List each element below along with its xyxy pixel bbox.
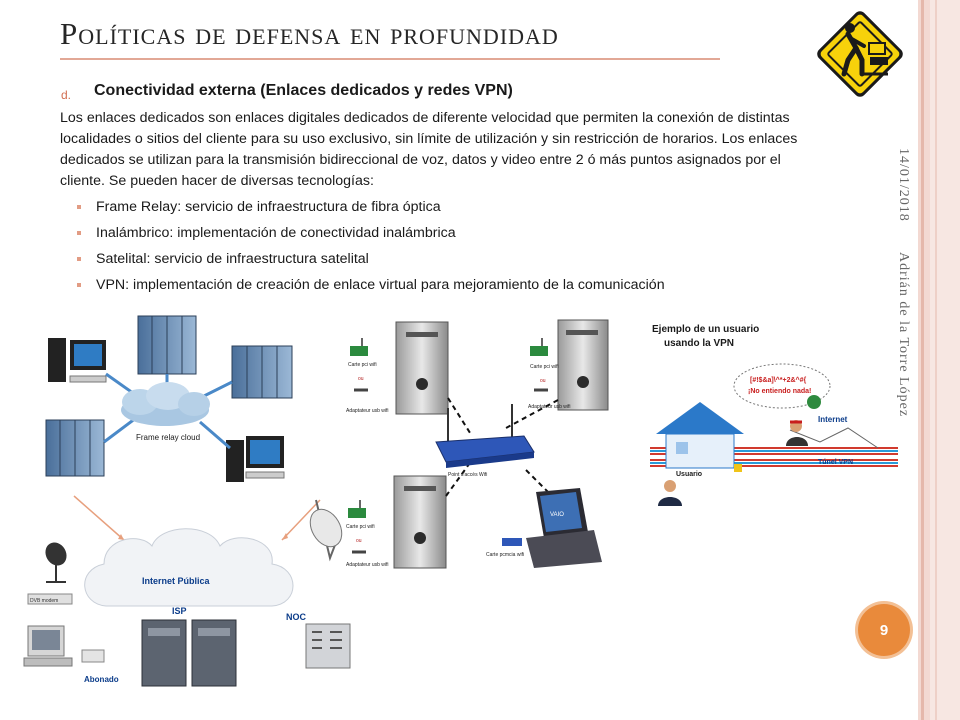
server-icon	[137, 315, 197, 375]
pc-tower-icon	[393, 475, 447, 569]
user-label: Usuario	[676, 471, 702, 478]
modem-icon	[27, 593, 73, 605]
under-construction-sign-icon	[808, 2, 912, 106]
wifi-card-label: Carte pci wifi	[530, 364, 559, 370]
noc-building-icon	[305, 499, 351, 669]
right-border-line	[921, 0, 924, 720]
satellite-diagram: Internet Pública ISP NOC	[20, 488, 360, 690]
page-number-badge: 9	[858, 604, 910, 656]
modem-label: DVB modem	[30, 598, 58, 604]
bullet-marker-icon	[77, 283, 81, 287]
list-item-text: Satelital: servicio de infraestructura s…	[96, 251, 369, 267]
bubble-text: [#!$&a]\^*+2&^#{	[750, 376, 807, 384]
list-item: Inalámbrico: implementación de conectivi…	[77, 220, 798, 246]
title-underline	[60, 58, 720, 60]
body-paragraph: Los enlaces dedicados son enlaces digita…	[60, 110, 798, 189]
house-icon	[656, 402, 744, 469]
user-avatar-icon	[658, 480, 682, 506]
workstation-icon	[48, 338, 107, 383]
intruder-figure-icon	[786, 420, 808, 446]
pc-tower-icon	[395, 321, 449, 415]
frame-relay-diagram: Frame relay cloud	[40, 312, 310, 488]
list-item: VPN: implementación de creación de enlac…	[77, 272, 798, 298]
right-border-stripe	[918, 0, 930, 720]
internet-cloud-icon	[84, 528, 294, 607]
bubble-text-line2: ¡No entiendo nada!	[748, 388, 811, 395]
wifi-card-label: Carte pci wifi	[348, 362, 377, 368]
vpn-tunnel-label: Túnel VPN	[818, 459, 853, 466]
list-item: Satelital: servicio de infraestructura s…	[77, 246, 798, 272]
pcmcia-card-icon	[502, 538, 522, 546]
laptop-brand-label: VAIO	[550, 512, 564, 518]
wifi-card-icon	[348, 500, 366, 518]
technology-list: Frame Relay: servicio de infraestructura…	[77, 194, 798, 298]
access-point-label: Point d'accès Wifi	[448, 472, 487, 478]
usb-adapter-label: Adaptateur usb wifi	[346, 408, 389, 414]
server-icon	[231, 345, 293, 399]
usb-adapter-label: Adaptateur usb wifi	[528, 404, 571, 410]
subheading: Conectividad externa (Enlaces dedicados …	[94, 82, 513, 99]
list-item-text: Inalámbrico: implementación de conectivi…	[96, 225, 456, 241]
wifi-access-point-icon	[435, 404, 535, 468]
padlock-icon	[734, 464, 742, 472]
internet-globe-icon	[807, 395, 821, 409]
subscriber-label: Abonado	[84, 675, 119, 684]
or-label: ou	[356, 538, 362, 544]
isp-label: ISP	[172, 606, 187, 616]
pcmcia-card-label: Carte pcmcia wifi	[486, 552, 524, 558]
wifi-card-icon	[530, 338, 548, 356]
bullet-marker-icon	[77, 205, 81, 209]
noc-label: NOC	[286, 612, 307, 622]
wifi-card-label: Carte pci wifi	[346, 524, 375, 530]
slide-author: Adrián de la Torre López	[896, 252, 911, 418]
frame-relay-cloud-icon	[121, 382, 210, 426]
or-label: ou	[540, 378, 546, 384]
internet-cloud-label: Internet Pública	[142, 576, 211, 586]
wireless-diagram: Carte pci wifi ou Adaptateur usb wifi Ca…	[340, 316, 630, 576]
right-border-line-inner	[935, 0, 937, 720]
list-item-text: VPN: implementación de creación de enlac…	[96, 277, 665, 293]
isp-server-icon	[141, 619, 237, 687]
vpn-example-heading: Ejemplo de un usuario	[652, 324, 759, 335]
wifi-card-icon	[350, 338, 368, 356]
slide-date: 14/01/2018	[896, 148, 911, 222]
vpn-diagram: Ejemplo de un usuario usando la VPN [#!$…	[650, 318, 900, 508]
bullet-marker-icon	[77, 257, 81, 261]
server-icon	[45, 419, 105, 477]
slide-title: Políticas de defensa en profundidad	[60, 16, 559, 51]
internet-label: Internet	[818, 415, 848, 424]
subheading-marker: d.	[61, 88, 72, 102]
list-item: Frame Relay: servicio de infraestructura…	[77, 194, 798, 220]
vpn-example-heading-line2: usando la VPN	[664, 338, 734, 349]
list-item-text: Frame Relay: servicio de infraestructura…	[96, 199, 441, 215]
or-label: ou	[358, 376, 364, 382]
workstation-icon	[226, 436, 285, 482]
satellite-dish-icon	[45, 542, 67, 583]
pc-tower-icon	[557, 319, 609, 411]
speech-bubble-icon	[733, 363, 831, 409]
usb-adapter-label: Adaptateur usb wifi	[346, 562, 389, 568]
bullet-marker-icon	[77, 231, 81, 235]
laptop-icon	[526, 488, 602, 568]
subscriber-computer-icon	[23, 625, 105, 667]
frame-relay-cloud-label: Frame relay cloud	[136, 433, 200, 442]
